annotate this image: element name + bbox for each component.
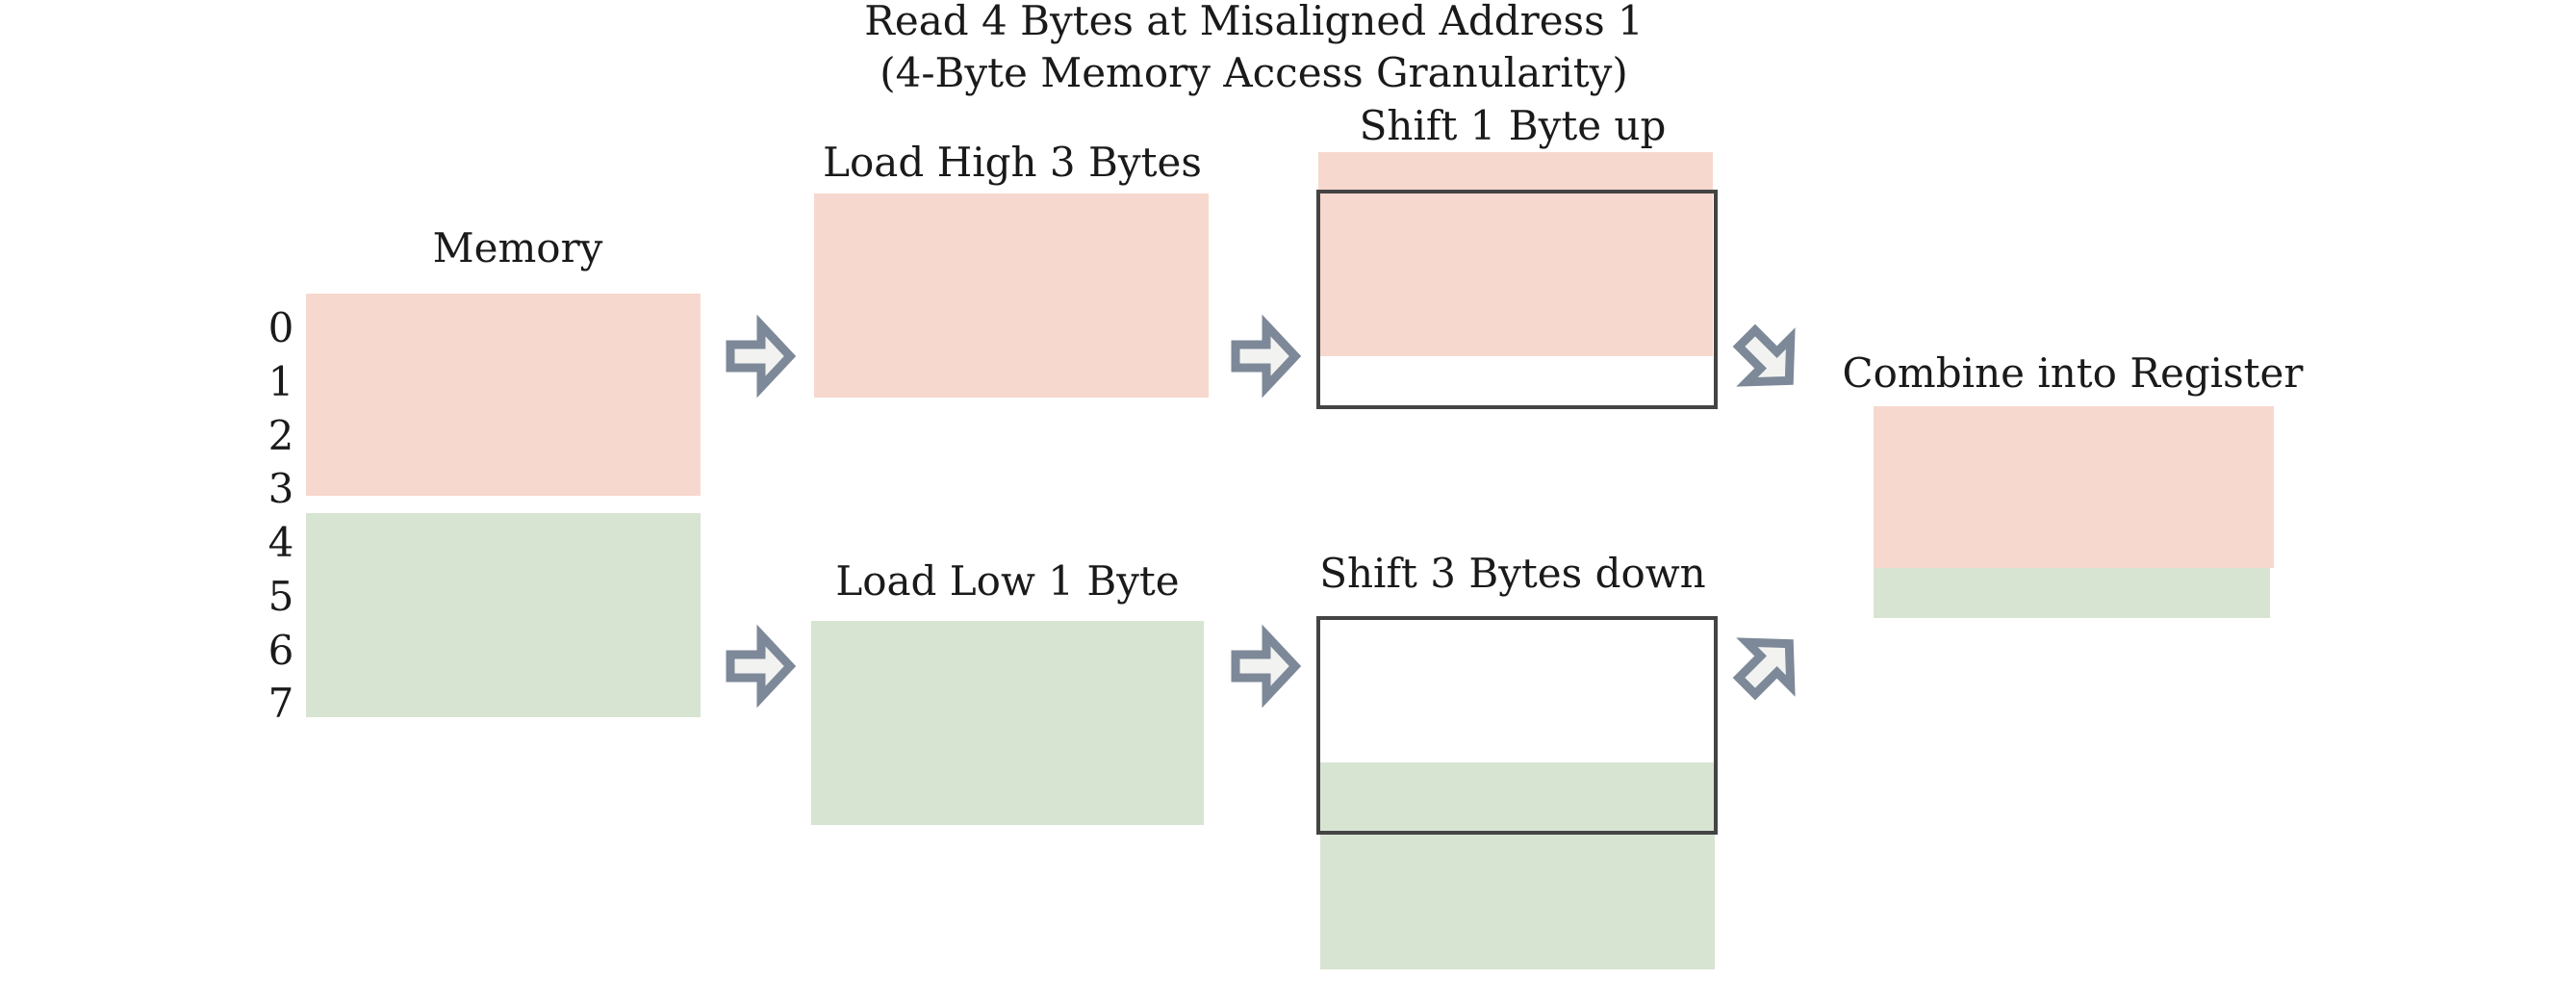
arrow-memory-to-load-low [726, 624, 797, 709]
combine-label: Combine into Register [1843, 349, 2305, 397]
load-high-block [814, 193, 1209, 398]
arrow-shift-down-to-combine [1732, 637, 1796, 701]
shift-down-label: Shift 3 Bytes down [1319, 550, 1706, 597]
shift-up-register-frame [1316, 190, 1718, 409]
address-label-5: 5 [268, 573, 294, 620]
register-low-part [1874, 558, 2270, 618]
arrow-load-high-to-shift-up [1231, 314, 1302, 399]
register-high-part [1874, 406, 2274, 568]
shift-down-block [1320, 762, 1715, 969]
shift-down-register-frame [1316, 616, 1718, 835]
arrow-memory-to-load-high [726, 314, 797, 399]
memory-low-word-block [306, 513, 701, 717]
memory-label: Memory [433, 224, 603, 271]
address-label-3: 3 [268, 465, 294, 512]
address-label-2: 2 [268, 412, 294, 459]
diagram-title-line2: (4-Byte Memory Access Granularity) [880, 49, 1628, 96]
address-label-1: 1 [268, 358, 294, 405]
load-low-label: Load Low 1 Byte [835, 557, 1179, 605]
arrow-shift-up-to-combine [1732, 323, 1796, 387]
address-labels: 0 1 2 3 4 5 6 7 [268, 304, 294, 727]
load-low-block [811, 621, 1204, 825]
arrow-load-low-to-shift-down [1231, 624, 1302, 709]
load-high-label: Load High 3 Bytes [823, 139, 1202, 186]
address-label-7: 7 [268, 680, 294, 727]
address-label-0: 0 [268, 304, 294, 351]
address-label-4: 4 [268, 519, 294, 566]
shift-up-block [1318, 152, 1713, 356]
diagram-title-line1: Read 4 Bytes at Misaligned Address 1 [864, 0, 1643, 44]
address-label-6: 6 [268, 627, 294, 674]
shift-up-label: Shift 1 Byte up [1360, 102, 1667, 149]
memory-high-word-block [306, 294, 701, 496]
